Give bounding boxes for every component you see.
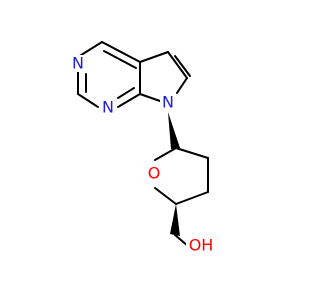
- bond-o-ring-c1prime: [154, 147, 177, 161]
- atom-oh-group: OH: [186, 235, 216, 255]
- bond-n4-c5-double: [117, 87, 135, 99]
- bond-n-c1prime-wedge: [168, 112, 180, 149]
- bond-n4-c5: [117, 93, 141, 108]
- bond-c6-c7-double: [174, 55, 191, 77]
- atom-n-pyrimidine-top: N: [71, 54, 85, 73]
- svg-text:N: N: [72, 54, 84, 73]
- atom-n-pyrimidine-bottom: N: [101, 98, 115, 117]
- bond-c6-c7: [167, 51, 188, 79]
- bond-c5prime-oh: [174, 234, 189, 247]
- bond-c4prime-o-ring: [154, 187, 177, 205]
- svg-text:N: N: [102, 98, 114, 117]
- structure-canvas: N N N O OH: [71, 41, 216, 255]
- svg-text:N: N: [162, 93, 174, 112]
- svg-text:OH: OH: [189, 236, 214, 255]
- atom-n-pyrrole: N: [160, 93, 176, 112]
- bond-c9-c6: [139, 51, 169, 63]
- bond-c3prime-c4prime: [175, 191, 209, 205]
- bond-c7-n-pyrrole: [176, 77, 188, 94]
- bond-c1-c9-double: [103, 50, 137, 69]
- atom-o-ring: O: [146, 164, 162, 183]
- molecule-structure: N N N O OH: [71, 41, 216, 255]
- bond-layer: [77, 41, 209, 247]
- bond-c1-c9: [101, 41, 141, 63]
- atom-layer: N N N O OH: [71, 54, 216, 255]
- bond-c1prime-c2prime: [175, 147, 209, 159]
- bond-c3-n4: [77, 93, 99, 108]
- bond-c4prime-c5prime-wedge: [170, 204, 180, 236]
- bond-c1-n2: [77, 41, 103, 58]
- bond-c5-n-pyrrole: [139, 93, 161, 102]
- svg-text:O: O: [148, 164, 161, 183]
